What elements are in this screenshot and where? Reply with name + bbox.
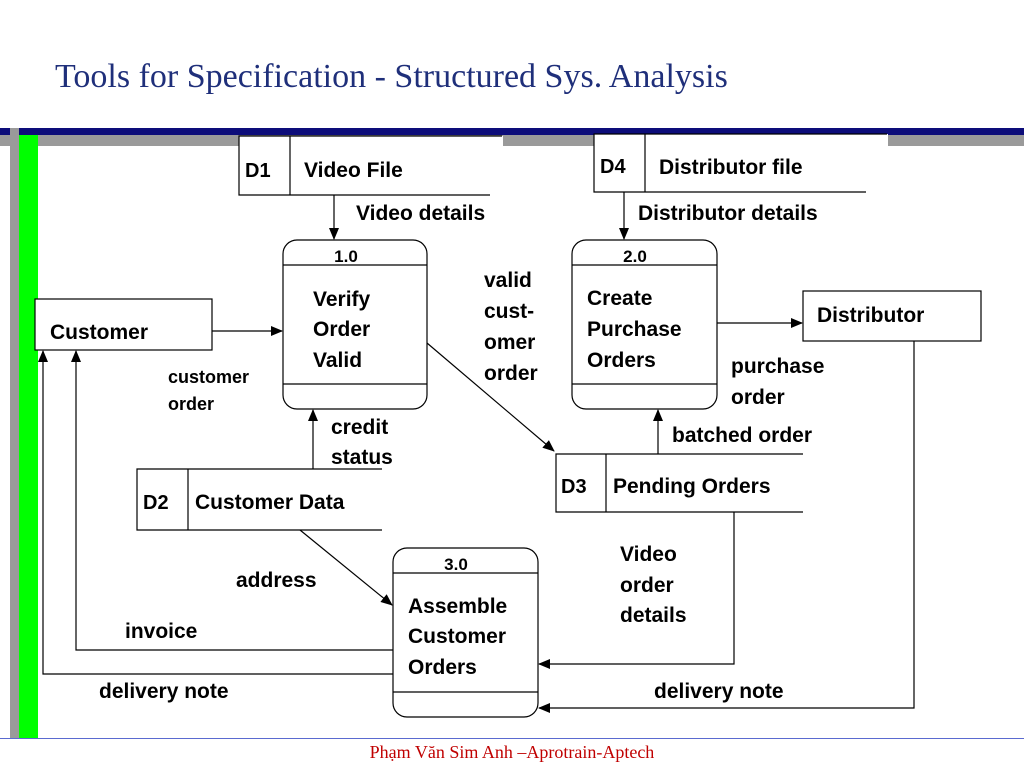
process-2-line-2: Purchase — [587, 318, 682, 341]
flow-label-purchase-order-1: purchase — [731, 355, 824, 378]
header-bar — [0, 128, 1024, 135]
store-d1-id: D1 — [245, 160, 271, 182]
flow-label-valid-order-3: omer — [484, 331, 535, 354]
flow-label-customer-order-2: order — [168, 394, 214, 414]
store-d2-id: D2 — [143, 492, 169, 514]
store-d4-id: D4 — [600, 156, 626, 178]
flow-label-valid-order-1: valid — [484, 269, 532, 292]
process-3-line-3: Orders — [408, 656, 477, 679]
process-2-id: 2.0 — [623, 247, 647, 266]
flow-label-valid-order-4: order — [484, 362, 538, 385]
process-3-line-2: Customer — [408, 625, 506, 648]
arrow-invoice — [71, 350, 393, 651]
arrow-address — [299, 529, 393, 606]
flow-label-customer-order-1: customer — [168, 367, 249, 387]
arrow-valid-customer-order — [426, 342, 555, 452]
store-d1-name: Video File — [304, 159, 403, 182]
entity-customer: Customer — [34, 298, 213, 351]
side-bar — [19, 135, 38, 738]
slide-title: Tools for Specification - Structured Sys… — [55, 58, 728, 95]
flow-label-delivery-note-left: delivery note — [99, 680, 229, 703]
store-d4: D4 Distributor file — [593, 133, 888, 193]
process-1: 1.0 Verify Order Valid — [282, 239, 428, 410]
flow-label-delivery-note-right: delivery note — [654, 680, 784, 703]
flow-label-distributor-details: Distributor details — [638, 202, 818, 225]
store-d3: D3 Pending Orders — [555, 453, 803, 513]
process-2: 2.0 Create Purchase Orders — [571, 239, 718, 410]
process-3-id: 3.0 — [444, 555, 468, 574]
arrow-delivery-note-left — [38, 350, 393, 675]
process-2-line-1: Create — [587, 287, 652, 310]
process-3: 3.0 Assemble Customer Orders — [392, 547, 539, 718]
process-1-line-2: Order — [313, 318, 370, 341]
footer-divider — [0, 738, 1024, 739]
store-d2-name: Customer Data — [195, 491, 345, 514]
store-d2: D2 Customer Data — [136, 468, 382, 531]
flow-label-credit-status-1: credit — [331, 416, 388, 439]
flow-label-video-order-details-2: order — [620, 574, 674, 597]
flow-arrows — [38, 192, 915, 713]
store-d3-name: Pending Orders — [613, 475, 771, 498]
flow-label-batched-order: batched order — [672, 424, 812, 447]
process-1-line-3: Valid — [313, 349, 362, 372]
slide-footer: Phạm Văn Sim Anh –Aprotrain-Aptech — [369, 742, 655, 762]
entity-distributor: Distributor — [802, 290, 982, 342]
store-d1: D1 Video File — [238, 135, 503, 196]
process-2-line-3: Orders — [587, 349, 656, 372]
flow-label-video-order-details-1: Video — [620, 543, 677, 566]
store-d3-id: D3 — [561, 476, 587, 498]
flow-label-valid-order-2: cust- — [484, 300, 534, 323]
flow-label-credit-status-2: status — [331, 446, 393, 469]
flow-label-video-details: Video details — [356, 202, 485, 225]
flow-label-address: address — [236, 569, 317, 592]
arrow-delivery-note-right — [538, 341, 915, 713]
arrow-video-order-details — [538, 512, 735, 669]
side-bar-shadow — [10, 128, 19, 738]
flow-label-video-order-details-3: details — [620, 604, 687, 627]
flow-label-purchase-order-2: order — [731, 386, 785, 409]
flow-label-invoice: invoice — [125, 620, 197, 643]
process-3-line-1: Assemble — [408, 595, 507, 618]
process-1-id: 1.0 — [334, 247, 358, 266]
process-1-line-1: Verify — [313, 288, 371, 311]
store-d4-name: Distributor file — [659, 156, 803, 179]
entity-distributor-label: Distributor — [817, 304, 924, 327]
entity-customer-label: Customer — [50, 321, 148, 344]
